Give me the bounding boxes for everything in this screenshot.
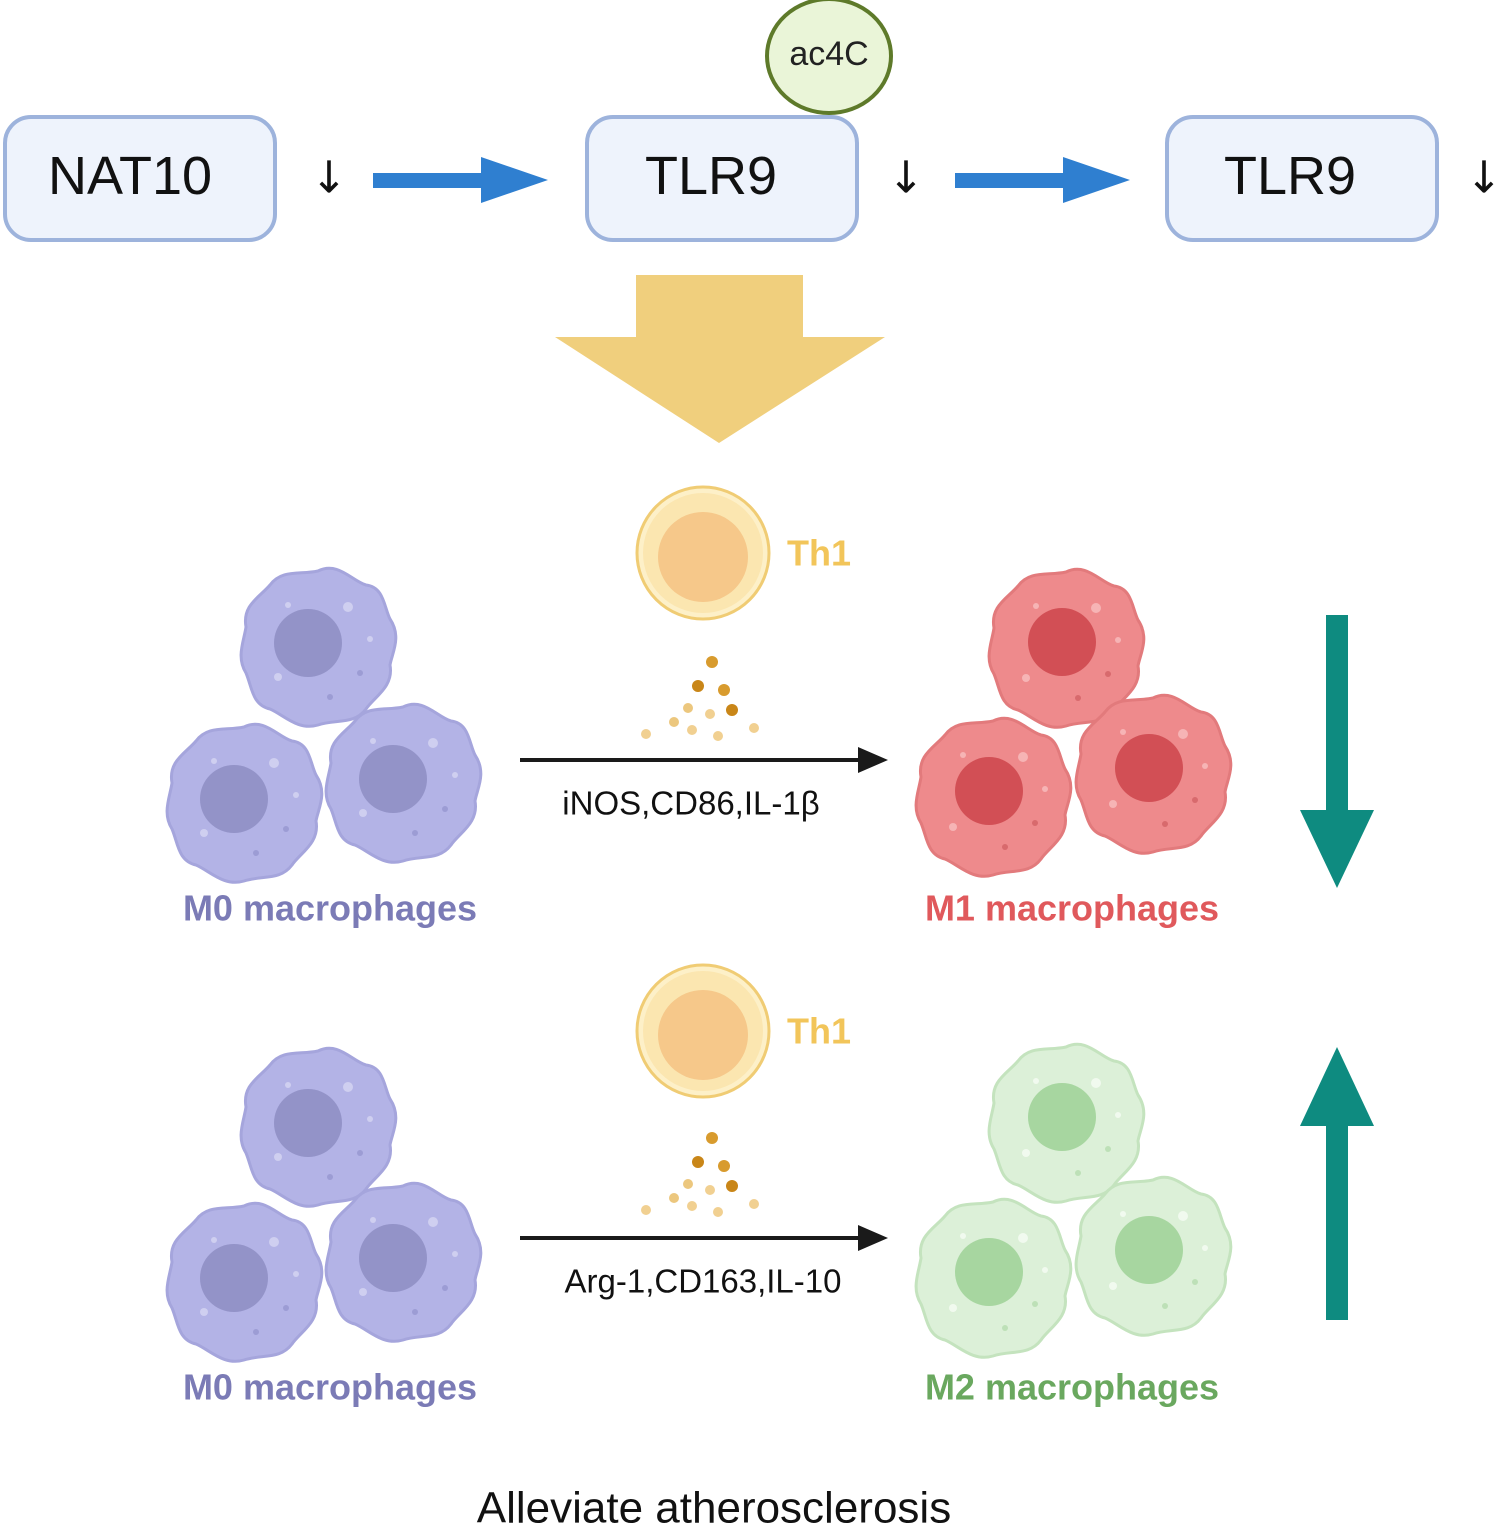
pathway-node-nat10: NAT10 xyxy=(3,115,277,242)
macrophage-cell-icon xyxy=(1074,693,1233,855)
down-arrow-icon: ↓ xyxy=(888,153,925,204)
polarization-arrow xyxy=(520,747,888,773)
th1-label: Th1 xyxy=(787,1011,851,1052)
pathway-arrow-2 xyxy=(955,157,1130,203)
th1-cell-icon xyxy=(635,485,771,621)
macrophage-cell-icon xyxy=(914,1197,1073,1359)
cytokine-particles-icon xyxy=(641,1132,759,1217)
m0-macrophage-cluster xyxy=(165,1046,483,1363)
m0-macrophages-label: M0 macrophages xyxy=(183,1367,477,1408)
macrophage-cell-icon xyxy=(239,1046,398,1208)
increase-arrow-icon xyxy=(1300,1047,1374,1320)
macrophage-cell-icon xyxy=(987,1042,1146,1204)
macrophage-cell-icon xyxy=(324,702,483,864)
cytokine-particles-icon xyxy=(641,656,759,741)
big-down-arrow-icon xyxy=(555,275,885,443)
m1-macrophages-label: M1 macrophages xyxy=(925,888,1219,929)
macrophage-cell-icon xyxy=(1074,1175,1233,1337)
m2-macrophages-label: M2 macrophages xyxy=(925,1367,1219,1408)
decrease-arrow-icon xyxy=(1300,615,1374,888)
ac4c-modification-badge: ac4C xyxy=(765,0,893,115)
m1-macrophage-cluster xyxy=(914,567,1233,878)
down-arrow-icon: ↓ xyxy=(311,153,348,204)
pathway-node-label: TLR9 xyxy=(1224,146,1356,206)
pathway-arrow-1 xyxy=(373,157,548,203)
th1-cell-icon xyxy=(635,963,771,1099)
ac4c-label: ac4C xyxy=(789,35,868,73)
macrophage-cell-icon xyxy=(324,1181,483,1343)
pathway-node-label: NAT10 xyxy=(48,146,212,206)
macrophage-cell-icon xyxy=(165,1201,324,1363)
conclusion-text: Alleviate atherosclerosis xyxy=(477,1484,951,1532)
macrophage-cell-icon xyxy=(914,716,1073,878)
m1-markers-label: iNOS,CD86,IL-1β xyxy=(562,785,819,822)
pathway-node-tlr9-mrna: TLR9 xyxy=(585,115,859,242)
pathway-node-label: TLR9 xyxy=(645,146,777,206)
m0-macrophage-cluster xyxy=(165,566,483,884)
m0-macrophages-label: M0 macrophages xyxy=(183,888,477,929)
down-arrow-icon: ↓ xyxy=(1466,153,1499,204)
th1-label: Th1 xyxy=(787,533,851,574)
pathway-node-tlr9-protein: TLR9 xyxy=(1165,115,1439,242)
macrophage-cell-icon xyxy=(239,566,398,728)
m2-macrophage-cluster xyxy=(914,1042,1233,1359)
polarization-arrow xyxy=(520,1225,888,1251)
m2-markers-label: Arg-1,CD163,IL-10 xyxy=(565,1263,842,1300)
macrophage-cell-icon xyxy=(165,722,324,884)
